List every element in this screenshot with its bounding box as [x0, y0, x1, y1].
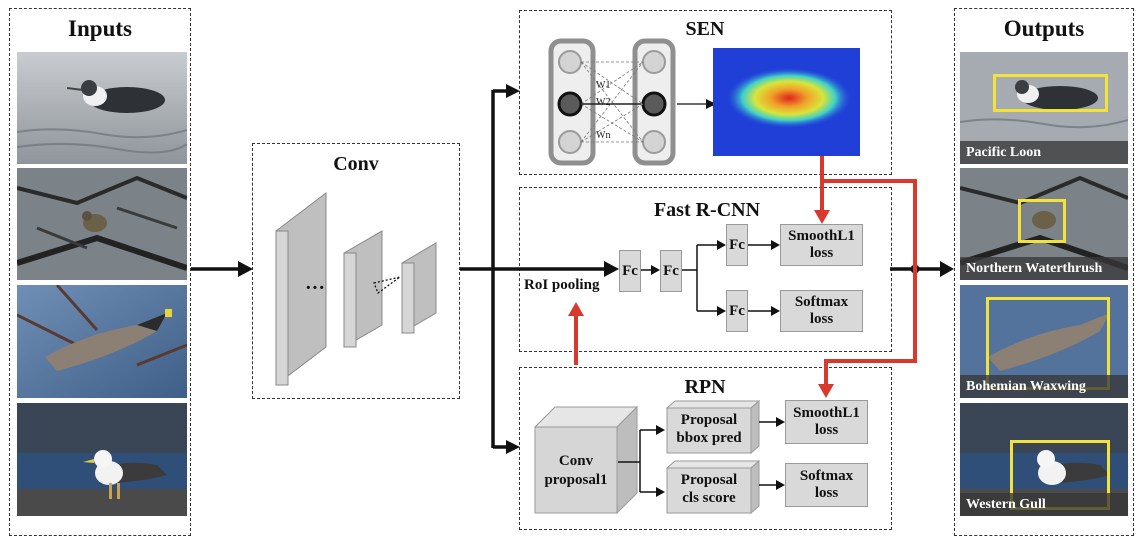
input-image-waterthrush: [17, 168, 187, 280]
output-image-waxwing: Bohemian Waxwing: [960, 285, 1128, 398]
output-caption-waterthrush: Northern Waterthrush: [960, 257, 1128, 280]
output-caption-gull: Western Gull: [960, 493, 1128, 516]
rpn-smoothl1-loss: SmoothL1 loss: [785, 400, 868, 444]
rpn-softmax-line2: loss: [814, 485, 839, 501]
rpn-conv-proposal-line1: Conv: [558, 453, 594, 469]
rpn-softmax-loss: Softmax loss: [785, 463, 868, 507]
fast-rcnn-smoothl1-loss: SmoothL1 loss: [780, 224, 863, 266]
fast-rcnn-softmax-loss: Softmax loss: [780, 290, 863, 332]
rpn-bbox-pred-line1: Proposal: [680, 412, 738, 428]
fast-rcnn-fc-cls-label: Fc: [729, 302, 745, 319]
sen-weight-w2: W2: [596, 97, 611, 108]
rpn-bbox-pred-line2: bbox pred: [676, 430, 742, 446]
fast-rcnn-softmax-line1: Softmax: [794, 294, 849, 310]
rpn-title: RPN: [684, 376, 726, 398]
fast-rcnn-fc1: Fc: [619, 250, 641, 292]
inputs-panel: [9, 8, 191, 536]
rpn-panel: [519, 367, 892, 530]
output-image-waterthrush: Northern Waterthrush: [960, 168, 1128, 280]
rpn-cls-score-box: [665, 460, 761, 515]
rpn-cls-score-line1: Proposal: [680, 472, 738, 488]
outputs-panel: [954, 8, 1134, 536]
rpn-smoothl1-line1: SmoothL1: [793, 405, 860, 421]
fast-rcnn-smoothl1-line1: SmoothL1: [788, 228, 855, 244]
rpn-bbox-pred-label: Proposal bbox pred: [667, 411, 751, 447]
sen-weight-w1: W1: [596, 80, 611, 91]
rpn-smoothl1-line2: loss: [814, 422, 839, 438]
outputs-title: Outputs: [1003, 16, 1085, 41]
roi-pooling-label: RoI pooling: [524, 277, 600, 293]
fast-rcnn-fc-cls: Fc: [726, 290, 748, 332]
conv-panel: [252, 143, 460, 399]
rpn-bbox-pred-box: [665, 400, 761, 455]
output-image-gull: Western Gull: [960, 403, 1128, 516]
input-image-gull: [17, 403, 187, 516]
output-caption-loon: Pacific Loon: [960, 141, 1128, 164]
inputs-title: Inputs: [68, 16, 132, 41]
fast-rcnn-fc-bbox: Fc: [726, 224, 748, 266]
conv-layers: [275, 191, 437, 387]
sen-weight-wn: Wn: [596, 130, 611, 141]
rpn-cls-score-label: Proposal cls score: [667, 471, 751, 507]
rpn-cls-score-line2: cls score: [682, 490, 736, 506]
fast-rcnn-softmax-line2: loss: [809, 311, 834, 327]
sen-title: SEN: [685, 18, 725, 40]
rpn-conv-proposal-line2: proposal1: [544, 472, 608, 488]
fast-rcnn-fc2-label: Fc: [663, 262, 679, 279]
fast-rcnn-title: Fast R-CNN: [653, 199, 761, 221]
input-image-waxwing: [17, 285, 187, 398]
fast-rcnn-fc1-label: Fc: [622, 262, 638, 279]
output-image-loon: Pacific Loon: [960, 52, 1128, 164]
fast-rcnn-smoothl1-line2: loss: [809, 245, 834, 261]
input-image-loon: [17, 52, 187, 164]
rpn-softmax-line1: Softmax: [799, 468, 854, 484]
conv-ellipsis: ···: [305, 277, 326, 299]
output-bbox-loon: [993, 74, 1108, 112]
rpn-conv-cube: [533, 405, 639, 515]
rpn-conv-proposal-label: Conv proposal1: [535, 452, 617, 490]
output-bbox-waterthrush: [1018, 199, 1066, 243]
fast-rcnn-fc-bbox-label: Fc: [729, 236, 745, 253]
sen-network: [548, 38, 716, 166]
fast-rcnn-fc2: Fc: [660, 250, 682, 292]
output-caption-waxwing: Bohemian Waxwing: [960, 375, 1128, 398]
conv-title: Conv: [333, 153, 379, 175]
sen-panel: [519, 10, 892, 175]
sen-heatmap: [713, 48, 860, 156]
